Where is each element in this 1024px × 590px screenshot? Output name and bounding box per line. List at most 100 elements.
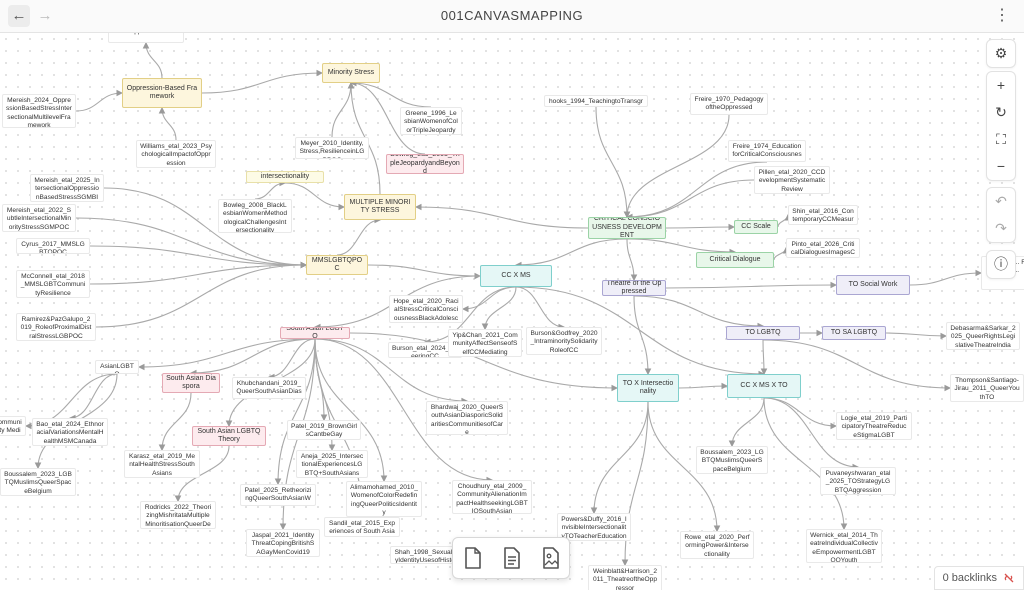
edge-mereish2022-mmslgbtqpoc[interactable]: [75, 217, 308, 269]
edge-mereish2024-obf[interactable]: [75, 89, 124, 112]
edge-salgbtq-bhardwaj2020[interactable]: [314, 338, 469, 405]
edge-ccxms-burson2020[interactable]: [515, 286, 566, 331]
edge-ccdev-ccxms[interactable]: [514, 238, 628, 269]
canvas-card-bowleg2003[interactable]: Bowleg_etal_2003_TripleJeopardyandBeyond: [386, 154, 464, 174]
backlinks-count[interactable]: 0 backlinks: [942, 572, 997, 584]
canvas-card-jaspal2021[interactable]: Jaspal_2021_IdentityThreatCopingBritishS…: [246, 529, 320, 557]
edge-ccxmsxto-wernick2014[interactable]: [763, 397, 848, 531]
canvas-card-mereish2024[interactable]: Mereish_2024_OppressionBasedStressInters…: [2, 94, 76, 128]
edge-tolgbtq-thompson2011[interactable]: [762, 339, 952, 392]
canvas-card-alimamohamed2010[interactable]: Alimamohamed_2010_WomenofColorRedefining…: [346, 481, 422, 517]
canvas-card-theatreopp[interactable]: Theatre of the Oppressed: [602, 280, 666, 296]
edge-theatreopp-tosw[interactable]: [665, 281, 838, 289]
canvas-card-greene1996[interactable]: Greene_1996_LesbianWomenofColorTripleJeo…: [400, 107, 462, 135]
canvas-card-debasarma2025[interactable]: Debasarma&Sarkar_2025_QueerRightsLegisla…: [946, 322, 1020, 350]
canvas-card-puvaneyshwaran2025[interactable]: Puvaneyshwaran_etal_2025_TOStrategyLGBTQ…: [820, 467, 896, 495]
canvas-card-shah1998[interactable]: Shah_1998_SexualityIdentityUsesofHistory: [390, 546, 460, 564]
edge-tointersect-rowe2020[interactable]: [647, 401, 721, 533]
edge-mmslgbtqpoc-mms[interactable]: [336, 216, 382, 256]
canvas-card-pillen2020[interactable]: Pillen_etal_2020_CCDevelopmentSystematic…: [754, 166, 830, 194]
edge-bowleg2003-ms[interactable]: [349, 79, 426, 155]
edge-tosw-hperf[interactable]: [909, 269, 983, 286]
canvas-card-salgbtqtheory[interactable]: South Asian LGBTQ Theory: [192, 426, 266, 446]
canvas-card-shin2016[interactable]: Shin_etal_2016_ContemporaryCCMeasure: [788, 205, 858, 225]
edge-ccxmsxto-boussalem2023b[interactable]: [728, 397, 765, 448]
edge-theatreopp-tolgbtq[interactable]: [633, 295, 765, 330]
file-card-icon[interactable]: [497, 544, 525, 572]
edge-obf-ms[interactable]: [201, 69, 324, 94]
canvas-card-karasz2019[interactable]: Karasz_etal_2019_MentalHealthStressSouth…: [124, 450, 200, 478]
edge-ccxms-yip2021[interactable]: [481, 286, 517, 331]
canvas-card-choudhury2009[interactable]: Choudhury_etal_2009_CommunityAlienationI…: [452, 480, 532, 514]
edge-salgbtq-patel2025[interactable]: [274, 338, 316, 486]
canvas-card-hope2020[interactable]: Hope_etal_2020_RacialStressCriticalConsc…: [389, 295, 463, 323]
edge-obf-oppression[interactable]: [142, 41, 163, 79]
canvas-card-cyrus2017[interactable]: Cyrus_2017_MMSLGBTQPOC: [16, 238, 90, 254]
disconnect-icon[interactable]: [1003, 572, 1015, 584]
canvas-card-mmslgbtqpoc[interactable]: MMSLGBTQPOC: [306, 255, 368, 275]
canvas-card-patel2019[interactable]: Patel_2019_BrownGirlsCantbeGay: [287, 420, 361, 440]
canvas-card-ccxms[interactable]: CC X MS: [480, 265, 552, 287]
fit-to-screen-icon[interactable]: ⛶: [996, 131, 1006, 147]
edge-salgbtq-asianlgbtq[interactable]: [137, 338, 316, 371]
canvas-card-oppression[interactable]: Oppression: [108, 33, 184, 43]
canvas-card-thompson2011[interactable]: Thompson&Santiago-Jirau_2011_QueerYouthT…: [950, 374, 1024, 402]
canvas-card-community[interactable]: ommunity Mediatin: [0, 416, 26, 436]
settings-icon[interactable]: ⚙: [994, 45, 1008, 61]
edge-intersectionality-mms[interactable]: [284, 182, 346, 211]
edge-hooks1994-ccdev[interactable]: [595, 106, 631, 219]
canvas-card-logie2019[interactable]: Logie_etal_2019_ParticipatoryTheatreRedu…: [836, 412, 912, 440]
edge-ccxms-burson2024[interactable]: [423, 286, 517, 346]
edge-tosalgbtq-debasarma2025[interactable]: [885, 332, 948, 340]
edge-ccdev-critdialogue[interactable]: [626, 238, 737, 256]
canvas-card-sandil2015[interactable]: Sandil_etal_2015_Experiences of South As…: [324, 517, 400, 537]
canvas-card-ccscale[interactable]: CC Scale: [734, 220, 778, 234]
edge-salgbtq-tointersect[interactable]: [349, 332, 619, 392]
edge-tolgbtq-ccxmsxto[interactable]: [760, 339, 768, 376]
edge-tointersect-ccxmsxto[interactable]: [678, 382, 729, 390]
canvas-card-mereish2025[interactable]: Mereish_etal_2025_IntersectionalOppressi…: [30, 174, 104, 202]
canvas-card-patel2025[interactable]: Patel_2025_RetheorizingQueerSouthAsianWo…: [240, 484, 316, 506]
canvas-card-critdialogue[interactable]: Critical Dialogue: [696, 252, 774, 268]
edge-freire1974-ccdev[interactable]: [625, 161, 768, 221]
edge-ccscale-shin2016[interactable]: [777, 213, 792, 228]
canvas-card-freire1974[interactable]: Freire_1974_EducationforCriticalConsciou…: [728, 140, 806, 162]
help-icon[interactable]: ⓘ: [994, 256, 1008, 272]
canvas-card-mms[interactable]: MULTIPLE MINORITY STRESS: [344, 194, 416, 220]
edge-ccxms-hope2020[interactable]: [461, 286, 517, 313]
canvas-card-intersectionality[interactable]: intersectionality: [246, 171, 324, 183]
canvas-card-obf[interactable]: Oppression-Based Framework: [122, 78, 202, 108]
canvas-card-ms[interactable]: Minority Stress: [322, 63, 380, 83]
image-card-icon[interactable]: [536, 544, 564, 572]
zoom-in-icon[interactable]: +: [996, 77, 1006, 93]
canvas-card-rodricks2022[interactable]: Rodricks_2022_TheorizingMishritataMultip…: [140, 501, 216, 529]
edge-sadiaspora-karasz2019[interactable]: [158, 392, 192, 452]
canvas-card-meyer2010[interactable]: Meyer_2010_Identity,Stress,ResilienceinL…: [295, 137, 369, 159]
undo-icon[interactable]: ↶: [995, 193, 1007, 209]
canvas-card-tolgbtq[interactable]: TO LGBTQ: [726, 326, 800, 340]
canvas-card-tosw[interactable]: TO Social Work: [836, 275, 910, 295]
canvas-card-burson2020[interactable]: Burson&Godfrey_2020_IntraminoritySolidar…: [526, 327, 602, 355]
edge-salgbtqtheory-rodricks2022[interactable]: [174, 445, 230, 503]
canvas-card-bowleg2008[interactable]: Bowleg_2008_BlackLesbianWomenMethodologi…: [218, 199, 292, 233]
edge-ccdev-theatreopp[interactable]: [626, 238, 638, 282]
canvas-card-tointersect[interactable]: TO X Intersectionality: [617, 374, 679, 402]
forward-arrow-icon[interactable]: →: [37, 7, 53, 24]
back-arrow-icon[interactable]: ←: [8, 5, 30, 27]
edge-mereish2025-mmslgbtqpoc[interactable]: [103, 187, 308, 269]
edge-greene1996-ms[interactable]: [349, 79, 432, 108]
canvas-card-boussalem2023b[interactable]: Boussalem_2023_LGBTQMuslimsQueerSpaceBel…: [696, 446, 768, 474]
canvas-card-ccxmsxto[interactable]: CC X MS X TO: [727, 374, 801, 398]
edge-pillen2020-ccdev[interactable]: [625, 179, 755, 221]
edge-ccxmsxto-puvaneyshwaran2025[interactable]: [763, 397, 860, 471]
canvas-card-boussalem2023a[interactable]: Boussalem_2023_LGBTQMuslimsQueerSpaceBel…: [0, 468, 76, 496]
edge-ccxmsxto-logie2019[interactable]: [763, 397, 838, 430]
canvas-card-powers2016[interactable]: Powers&Duffy_2016_InvisibleIntersectiona…: [557, 513, 631, 541]
reset-zoom-icon[interactable]: ↻: [995, 104, 1007, 120]
edge-ccdev-ccscale[interactable]: [665, 223, 736, 231]
canvas-card-ramirez2019[interactable]: Ramirez&PazGalupo_2019_RoleofProximalDis…: [16, 313, 96, 341]
edge-mmslgbtqpoc-ccxms[interactable]: [367, 264, 482, 280]
new-note-icon[interactable]: [458, 544, 486, 572]
zoom-out-icon[interactable]: −: [996, 158, 1006, 174]
